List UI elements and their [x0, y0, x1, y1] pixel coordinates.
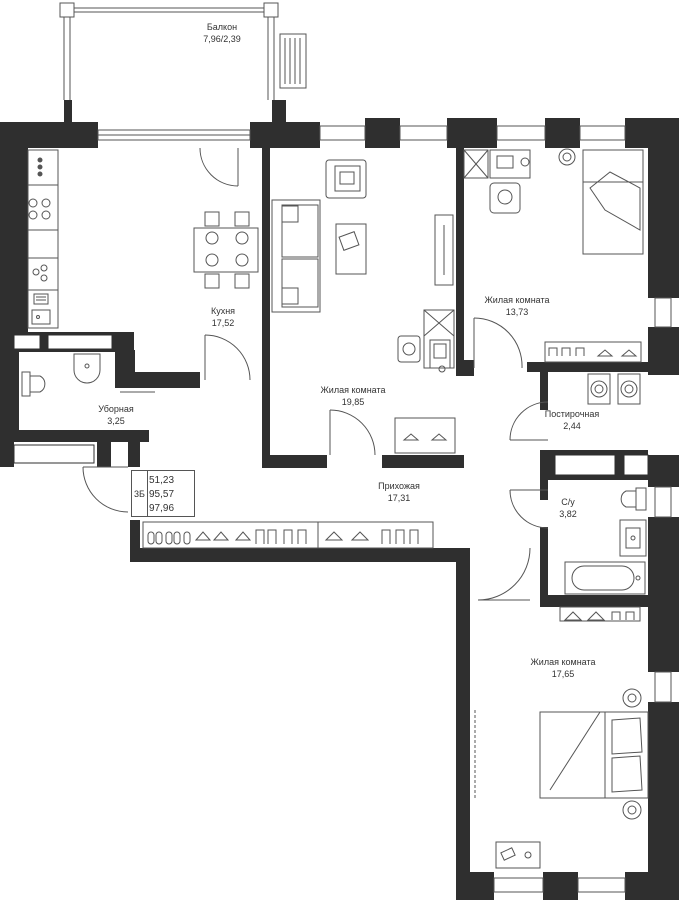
toilet-icon	[21, 371, 46, 397]
apartment-code: 3Б	[132, 471, 148, 516]
room-name: С/у	[561, 497, 575, 507]
room-area: 19,85	[341, 397, 365, 407]
sink-icon	[619, 519, 647, 557]
room-name: Уборная	[98, 404, 134, 414]
room-label-living1: Жилая комната 19,85	[320, 384, 385, 408]
hanger-icon	[402, 433, 448, 441]
corridor-wardrobe	[142, 521, 434, 549]
room-area: 13,73	[505, 307, 529, 317]
room-label-toilet: Уборная 3,25	[98, 403, 134, 427]
room-label-balcony: Балкон 7,96/2,39	[203, 21, 241, 45]
kitchen-furniture	[27, 149, 259, 329]
room-area: 3,82	[559, 509, 577, 519]
room-label-bathroom: С/у 3,82	[559, 496, 577, 520]
room-label-kitchen: Кухня 17,52	[211, 305, 235, 329]
bathtub-icon	[564, 561, 646, 595]
sink-icon	[73, 353, 101, 384]
room-label-laundry: Постирочная 2,44	[545, 408, 599, 432]
bathroom-fixtures	[559, 487, 647, 622]
room-name: Жилая комната	[530, 657, 596, 667]
room-label-living2: Жилая комната 13,73	[484, 294, 549, 318]
room-name: Постирочная	[544, 409, 600, 419]
room-name: Кухня	[210, 306, 236, 316]
room-area: 2,44	[563, 421, 581, 431]
sink-icon	[31, 293, 51, 325]
windows	[97, 125, 672, 893]
total-area-with-balcony: 97,96	[149, 503, 175, 514]
room-name: Прихожая	[378, 481, 420, 491]
room-name: Балкон	[206, 22, 238, 32]
living1-furniture	[271, 159, 456, 454]
room-name: Жилая комната	[320, 385, 386, 395]
room-area: 3,25	[107, 416, 125, 426]
dining-table-icon	[193, 211, 259, 289]
laundry-fixtures	[587, 373, 641, 405]
hanger-icon	[147, 529, 419, 545]
living2-furniture	[463, 148, 644, 363]
desk-icon	[489, 149, 531, 214]
desk-icon	[397, 335, 451, 373]
apartment-areas: 51,23 95,57 97,96	[149, 474, 174, 516]
living3-furniture	[474, 688, 649, 869]
sofa-icon	[271, 199, 321, 313]
room-area: 17,65	[551, 669, 575, 679]
room-name: Жилая комната	[484, 295, 550, 305]
washing-machine-icon	[587, 373, 641, 405]
room-area: 17,52	[211, 318, 235, 328]
bed-icon	[582, 149, 644, 255]
apartment-area-table: 3Б 51,23 95,57 97,96	[131, 470, 195, 517]
walls	[0, 100, 679, 900]
hanger-icon	[563, 611, 635, 621]
room-label-living3: Жилая комната 17,65	[530, 656, 595, 680]
room-label-hall: Прихожая 17,31	[378, 480, 420, 504]
room-area: 7,96/2,39	[203, 34, 241, 44]
balcony-area	[59, 2, 307, 100]
armchair-icon	[325, 159, 367, 199]
room-area: 17,31	[387, 493, 411, 503]
toilet-icon	[620, 487, 647, 511]
stove-icon	[28, 198, 51, 220]
hanger-icon	[548, 347, 638, 357]
total-area: 95,57	[149, 489, 175, 500]
toilet-room-fixtures	[21, 353, 155, 397]
bed-icon	[539, 711, 649, 799]
wall-cavities	[13, 334, 649, 476]
doors	[82, 147, 549, 601]
living-area: 51,23	[149, 475, 175, 486]
